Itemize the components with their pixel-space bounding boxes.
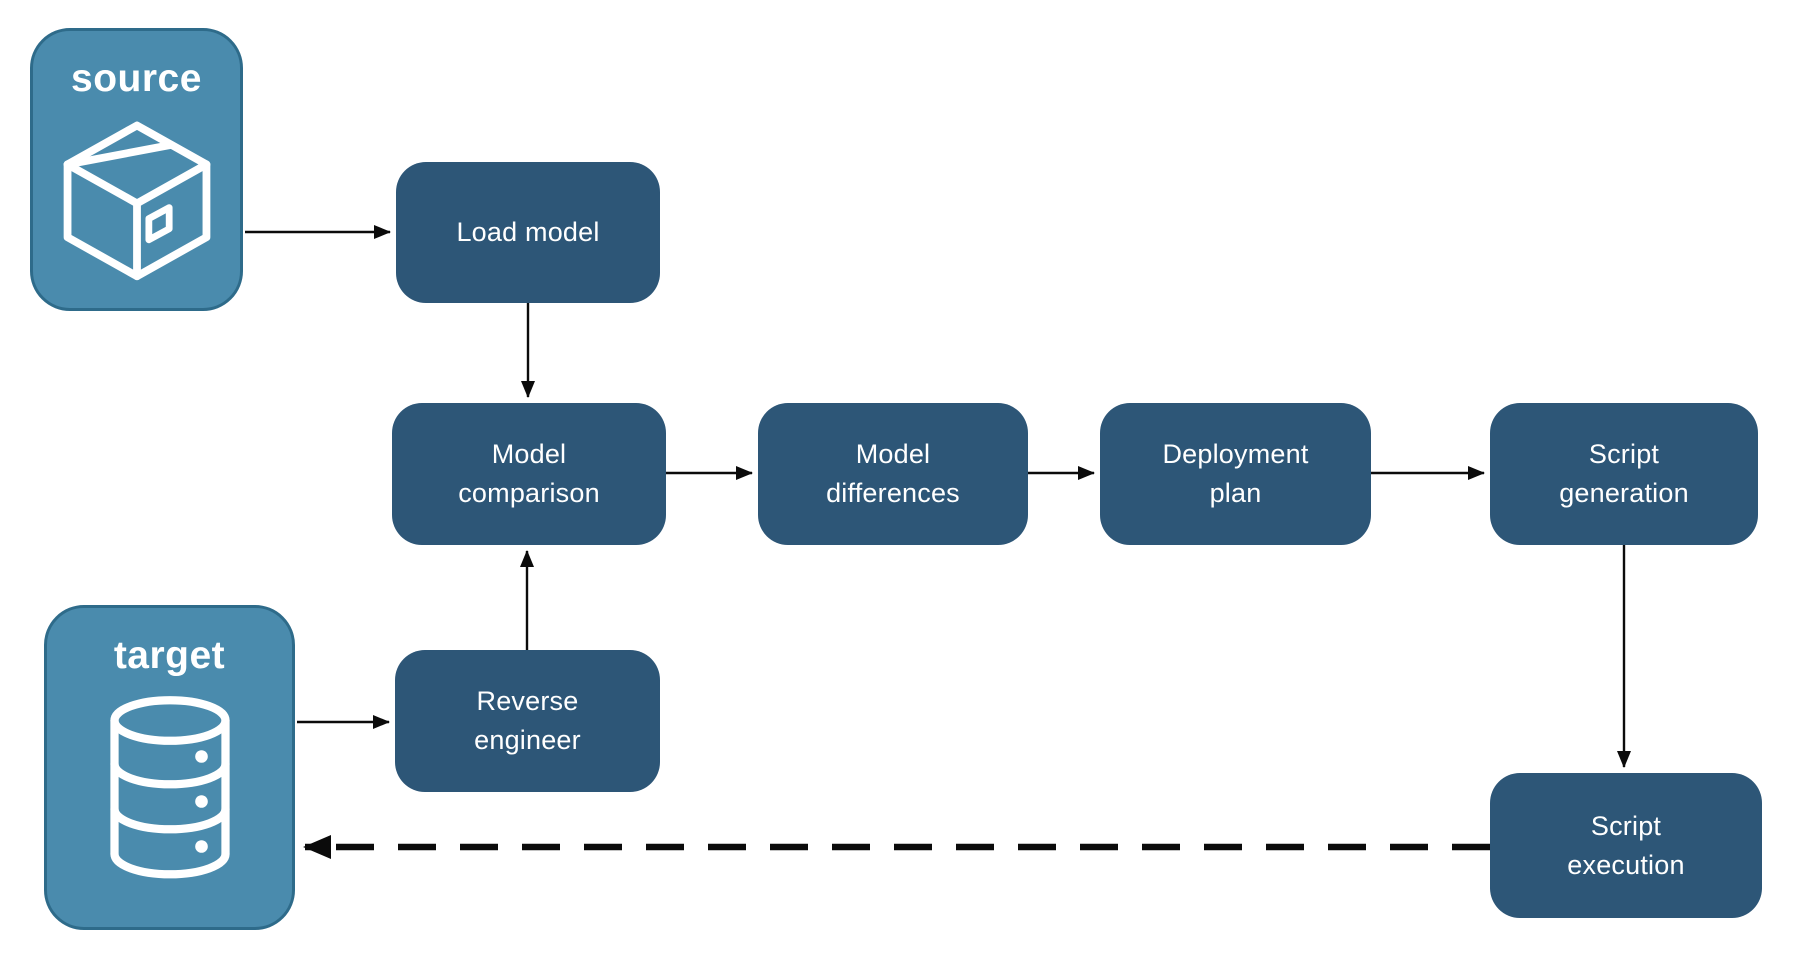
node-label: Script execution bbox=[1567, 810, 1685, 880]
database-icon bbox=[95, 692, 245, 884]
node-label: Load model bbox=[456, 217, 600, 247]
node-label: Model comparison bbox=[458, 439, 600, 508]
node-model-differences: Model differences bbox=[758, 403, 1028, 545]
node-label: Reverse engineer bbox=[474, 686, 581, 755]
node-deployment-plan: Deployment plan bbox=[1100, 403, 1371, 545]
node-script-execution: Script execution bbox=[1490, 773, 1762, 918]
node-model-comparison: Model comparison bbox=[392, 403, 666, 545]
source-label: source bbox=[71, 57, 202, 100]
node-script-generation: Script generation bbox=[1490, 403, 1758, 545]
endpoint-source: source bbox=[30, 28, 243, 311]
node-load-model: Load model bbox=[396, 162, 660, 303]
node-reverse-engineer: Reverse engineer bbox=[395, 650, 660, 792]
node-label: Model differences bbox=[826, 439, 960, 508]
node-label: Deployment plan bbox=[1162, 439, 1309, 508]
endpoint-target: target bbox=[44, 605, 295, 930]
target-label: target bbox=[113, 634, 226, 677]
package-icon bbox=[52, 117, 222, 283]
node-label: Script generation bbox=[1559, 439, 1689, 508]
